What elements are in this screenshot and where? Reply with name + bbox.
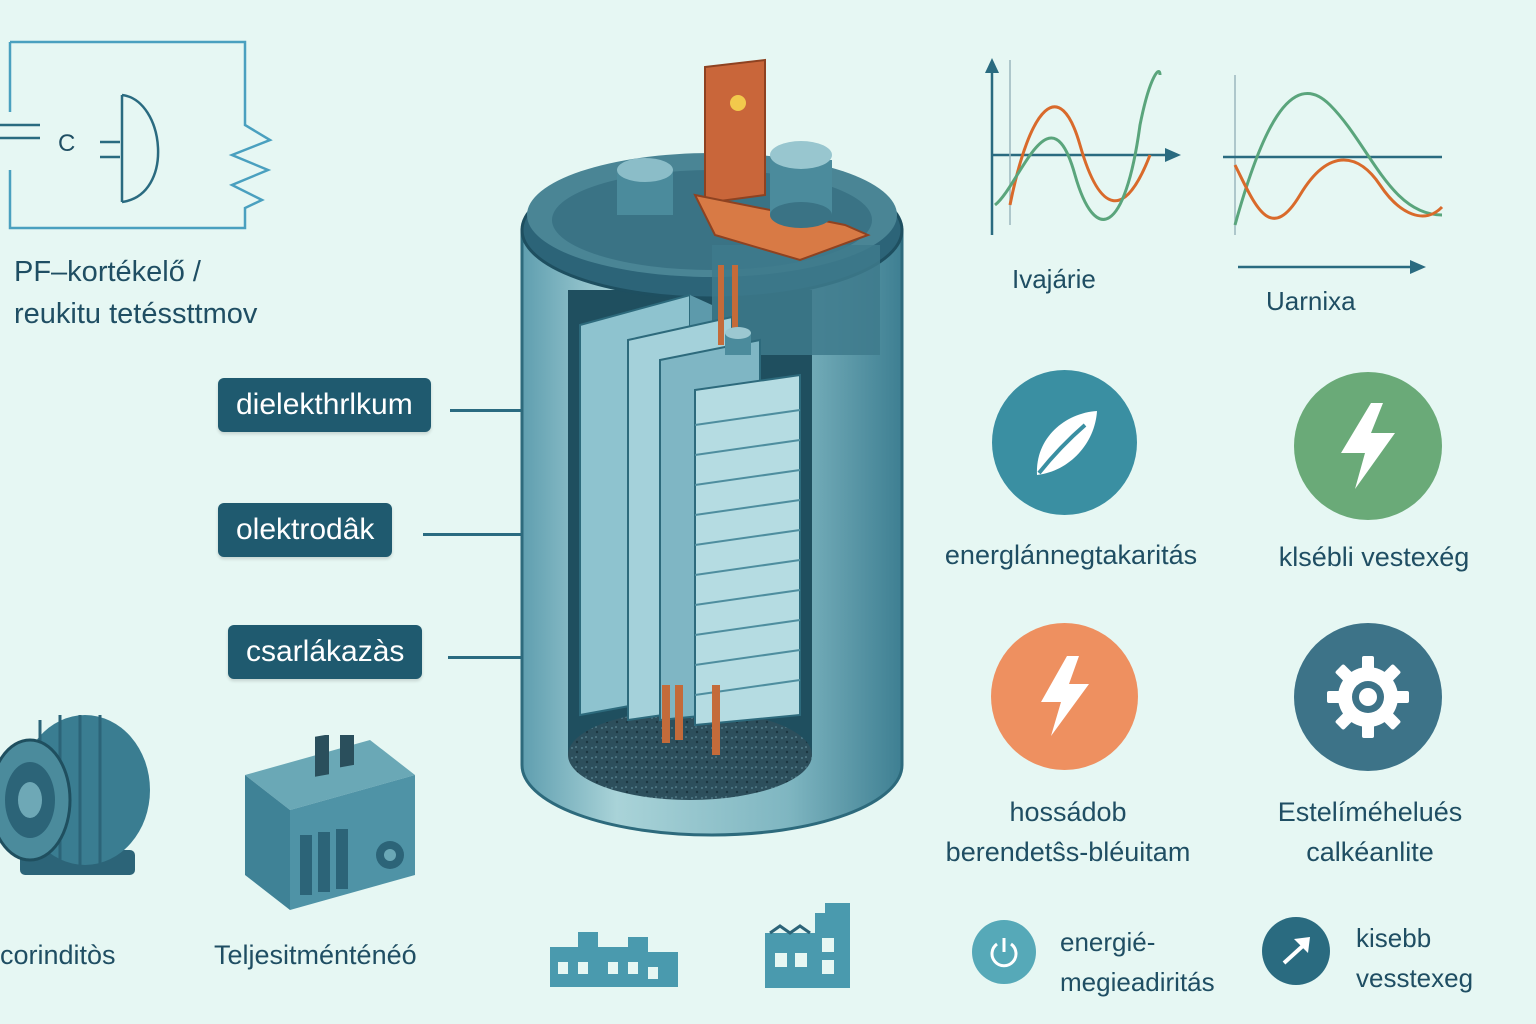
benefit-energy-saving-label: energlánnegtakaritás [944,540,1198,570]
bottom-energy-line2: megieadiritás [1060,967,1215,997]
benefit-longer-life-label: hossádob berendetŝs-bléuitam [946,792,1191,872]
bottom-energy-label: energié- megieadiritás [1060,922,1215,1002]
benefit-reliability-line1: Estelíméhelués [1277,797,1463,827]
lightning-icon [1341,403,1395,489]
callout-connection: csarlákazàs [228,625,423,679]
waveform-graph-1 [985,58,1181,235]
waveform-2-series-a [1233,92,1443,226]
lightning-icon [1040,656,1089,736]
capacitor-label: C [58,130,76,157]
waveform-2-caption: Uarnixa [1266,286,1356,316]
factory-icon [765,903,850,988]
bottom-loss-label: kisebb vesstexeg [1356,918,1473,998]
leaf-icon [1036,410,1097,475]
bottom-loss-line2: vesstexeg [1356,963,1474,993]
benefit-longer-life-badge [991,623,1138,770]
circuit-diagram [0,40,273,230]
motor-icon [0,715,150,875]
benefit-longer-life-line2: berendetŝs-bléuitam [945,837,1191,867]
benefit-reliability-label: Estelíméhelués calkéanlite [1278,792,1463,872]
benefit-longer-life-line1: hossádob [1009,797,1127,827]
factory-icon [550,932,678,987]
bottom-energy-line1: energié- [1060,927,1156,957]
circuit-title-line2: reukitu tetéssttmov [14,298,258,330]
waveform-graph-2 [1223,75,1444,274]
application-motor-label: corinditòs [0,940,116,970]
waveform-1-series-b [994,70,1162,221]
application-power-unit-label: Teljesitménténéó [214,940,417,970]
benefit-reliability-line2: calkéanlite [1306,837,1434,867]
capacitor-cutaway-illustration [520,58,904,837]
benefit-energy-saving-badge [992,370,1137,515]
gear-icon [1327,656,1409,738]
waveform-1-caption: Ivajárie [1012,264,1096,294]
bottom-loss-badge [1262,917,1330,985]
arrow-icon [1282,937,1310,965]
power-icon [990,938,1018,968]
circuit-title-line1: PF–kortékelő / [14,256,201,288]
callout-dielectric: dielekthrlkum [218,378,431,432]
power-unit-icon [245,735,415,910]
bottom-loss-line1: kisebb [1356,923,1432,953]
waveform-2-series-b [1233,158,1444,220]
benefit-lower-loss-label: klsébli vestexég [1278,542,1470,572]
bottom-energy-badge [972,920,1036,984]
benefit-lower-loss-badge [1294,372,1442,520]
callout-electrodes: olektrodâk [218,503,393,557]
benefit-reliability-badge [1294,623,1442,771]
